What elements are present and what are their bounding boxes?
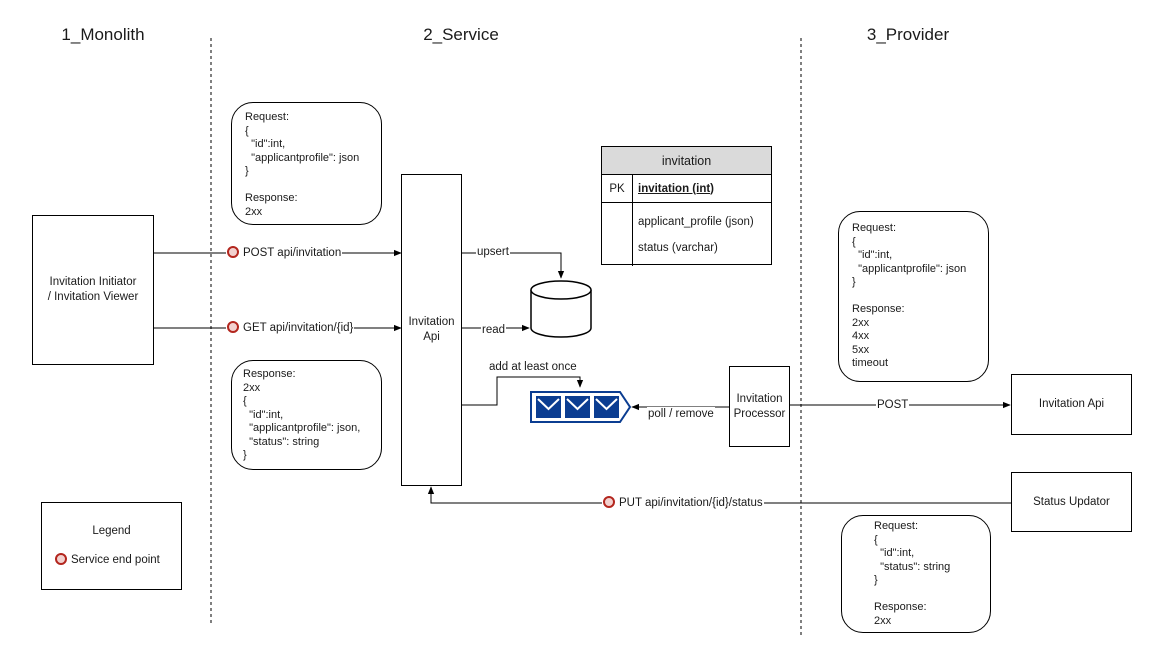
database-icon	[530, 280, 592, 338]
invitation-initiator-node[interactable]: Invitation Initiator / Invitation Viewer	[32, 215, 154, 365]
provider-request-note-text: Request: { "id":int, "applicantprofile":…	[852, 222, 967, 369]
status-request-note: Request: { "id":int, "status": string } …	[841, 515, 991, 633]
edge-label-add: add at least once	[488, 360, 578, 374]
edge-label-get[interactable]: GET api/invitation/{id}	[226, 321, 355, 335]
edge-label-poll: poll / remove	[647, 407, 715, 421]
lane-title-service: 2_Service	[423, 25, 499, 44]
endpoint-icon	[227, 246, 239, 258]
table-body-col	[602, 203, 633, 266]
legend-item-text: Service end point	[71, 554, 160, 566]
invitation-processor-node[interactable]: Invitation Processor	[729, 366, 790, 447]
table-fields: applicant_profile (json) status (varchar…	[633, 203, 754, 266]
table-name: invitation	[602, 147, 771, 175]
table-field: applicant_profile (json)	[638, 216, 754, 228]
edge-label-read: read	[481, 323, 507, 337]
get-response-note: Response: 2xx { "id":int, "applicantprof…	[231, 360, 382, 470]
status-updator-node[interactable]: Status Updator	[1011, 472, 1132, 532]
endpoint-icon	[603, 496, 615, 508]
legend-item: Service end point	[55, 553, 160, 566]
invitation-table: invitation PK invitation (int) applicant…	[601, 146, 772, 266]
lane-title-monolith: 1_Monolith	[61, 25, 145, 44]
queue-icon	[530, 391, 632, 423]
edge-add	[461, 376, 584, 406]
edge-label-post[interactable]: POST api/invitation	[226, 246, 343, 260]
legend-title: Legend	[92, 525, 131, 537]
edge-label-put-text: PUT api/invitation/{id}/status	[619, 497, 763, 509]
invitation-api-node[interactable]: Invitation Api	[401, 174, 462, 486]
get-response-note-text: Response: 2xx { "id":int, "applicantprof…	[243, 368, 361, 461]
edge-label-post-text: POST api/invitation	[243, 247, 342, 259]
post-request-note: Request: { "id":int, "applicantprofile":…	[231, 102, 382, 225]
table-pk-label: PK	[602, 175, 633, 202]
table-body: applicant_profile (json) status (varchar…	[602, 203, 771, 266]
legend-box: Legend Service end point	[41, 502, 182, 590]
provider-invitation-api-node[interactable]: Invitation Api	[1011, 374, 1132, 435]
edge-label-provider-post: POST	[876, 398, 910, 412]
endpoint-icon	[227, 321, 239, 333]
edge-label-upsert: upsert	[476, 245, 510, 259]
provider-request-note: Request: { "id":int, "applicantprofile":…	[838, 211, 989, 382]
table-pk-row: PK invitation (int)	[602, 175, 771, 203]
edge-label-put[interactable]: PUT api/invitation/{id}/status	[602, 496, 764, 510]
lane-title-provider: 3_Provider	[866, 25, 950, 44]
status-request-note-text: Request: { "id":int, "status": string } …	[874, 520, 951, 627]
table-pk-field: invitation (int)	[638, 182, 715, 195]
endpoint-icon	[55, 553, 67, 565]
edge-label-get-text: GET api/invitation/{id}	[243, 322, 354, 334]
table-field: status (varchar)	[638, 242, 718, 254]
edge-put	[427, 486, 1011, 504]
post-request-note-text: Request: { "id":int, "applicantprofile":…	[245, 111, 360, 218]
